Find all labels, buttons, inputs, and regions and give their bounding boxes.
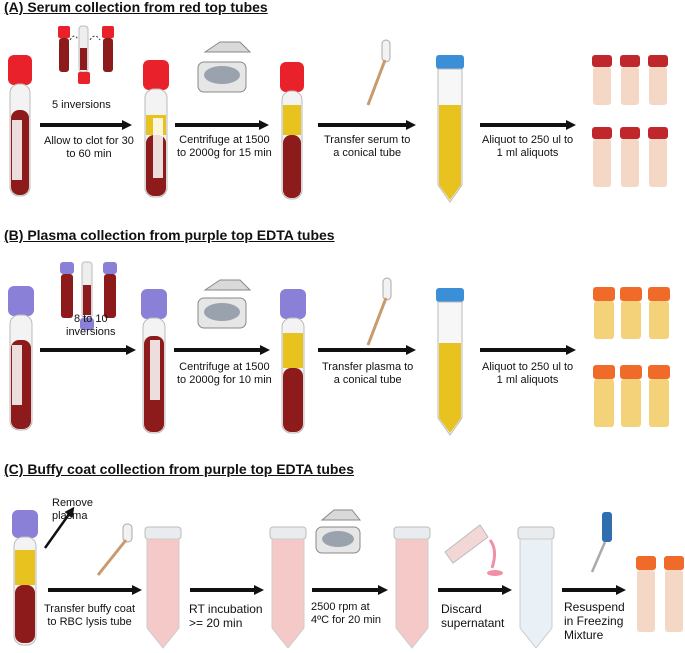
section-a-title: (A) Serum collection from red top tubes: [4, 0, 268, 15]
empty-tube-icon: [517, 526, 555, 649]
c-remove-label: Remove plasma: [52, 497, 93, 522]
incubated-tube-icon: [269, 526, 307, 649]
purple-top-blood-tube-icon: [8, 286, 34, 431]
transfer-pipette-icon: [366, 39, 391, 106]
aliquot-vials-plasma-icon: [593, 287, 670, 427]
rbc-lysis-tube-icon: [144, 526, 182, 649]
a-centrifuge-label: Centrifuge at 1500 to 2000g for 15 min: [177, 134, 272, 159]
buffy-coat-tube-icon: [12, 510, 38, 646]
conical-tube-serum-icon: [436, 55, 464, 203]
a-aliquot-label: Aliquot to 250 ul to 1 ml aliquots: [482, 134, 574, 159]
b-centrifuge-label: Centrifuge at 1500 to 2000g for 10 min: [177, 361, 272, 386]
c-resuspend-label: Resuspend in Freezing Mixture: [564, 600, 625, 642]
c-discard-label: Discard supernatant: [441, 602, 505, 630]
b-transfer-label: Transfer plasma to a conical tube: [322, 361, 414, 386]
separated-tube-icon: [280, 62, 304, 200]
mixed-tube-icon: [141, 289, 167, 434]
transfer-pipette-b-icon: [366, 277, 392, 346]
centrifuge-b-icon: [197, 279, 252, 329]
c-incubation-label: RT incubation >= 20 min: [189, 602, 263, 630]
centrifuge-c-icon: [315, 509, 362, 554]
inversion-tubes-icon: [58, 25, 114, 84]
a-clot-label: Allow to clot for 30 to 60 min: [44, 135, 134, 160]
c-spin-label: 2500 rpm at 4ºC for 20 min: [311, 601, 382, 626]
inversion-tubes-purple-icon: [60, 261, 117, 330]
section-b-title: (B) Plasma collection from purple top ED…: [4, 227, 335, 243]
pour-supernatant-icon: [444, 524, 503, 576]
plasma-separated-tube-icon: [280, 289, 306, 434]
transfer-pipette-c-icon: [96, 523, 133, 576]
section-c-title: (C) Buffy coat collection from purple to…: [4, 461, 354, 477]
aliquot-vials-serum-icon: [592, 55, 668, 187]
cryovials-icon: [636, 556, 684, 632]
c-transfer-label: Transfer buffy coat to RBC lysis tube: [44, 603, 136, 628]
clotted-tube-icon: [143, 60, 169, 198]
b-inversions-label: 8 to 10 inversions: [66, 313, 116, 338]
a-inversions-label: 5 inversions: [52, 99, 111, 111]
micropipette-icon: [590, 512, 612, 573]
conical-tube-plasma-icon: [436, 288, 464, 436]
a-transfer-label: Transfer serum to a conical tube: [324, 134, 411, 159]
red-top-blood-tube-icon: [8, 55, 32, 197]
b-aliquot-label: Aliquot to 250 ul to 1 ml aliquots: [482, 361, 574, 386]
centrifuge-icon: [197, 41, 252, 93]
pellet-tube-icon: [393, 526, 431, 649]
